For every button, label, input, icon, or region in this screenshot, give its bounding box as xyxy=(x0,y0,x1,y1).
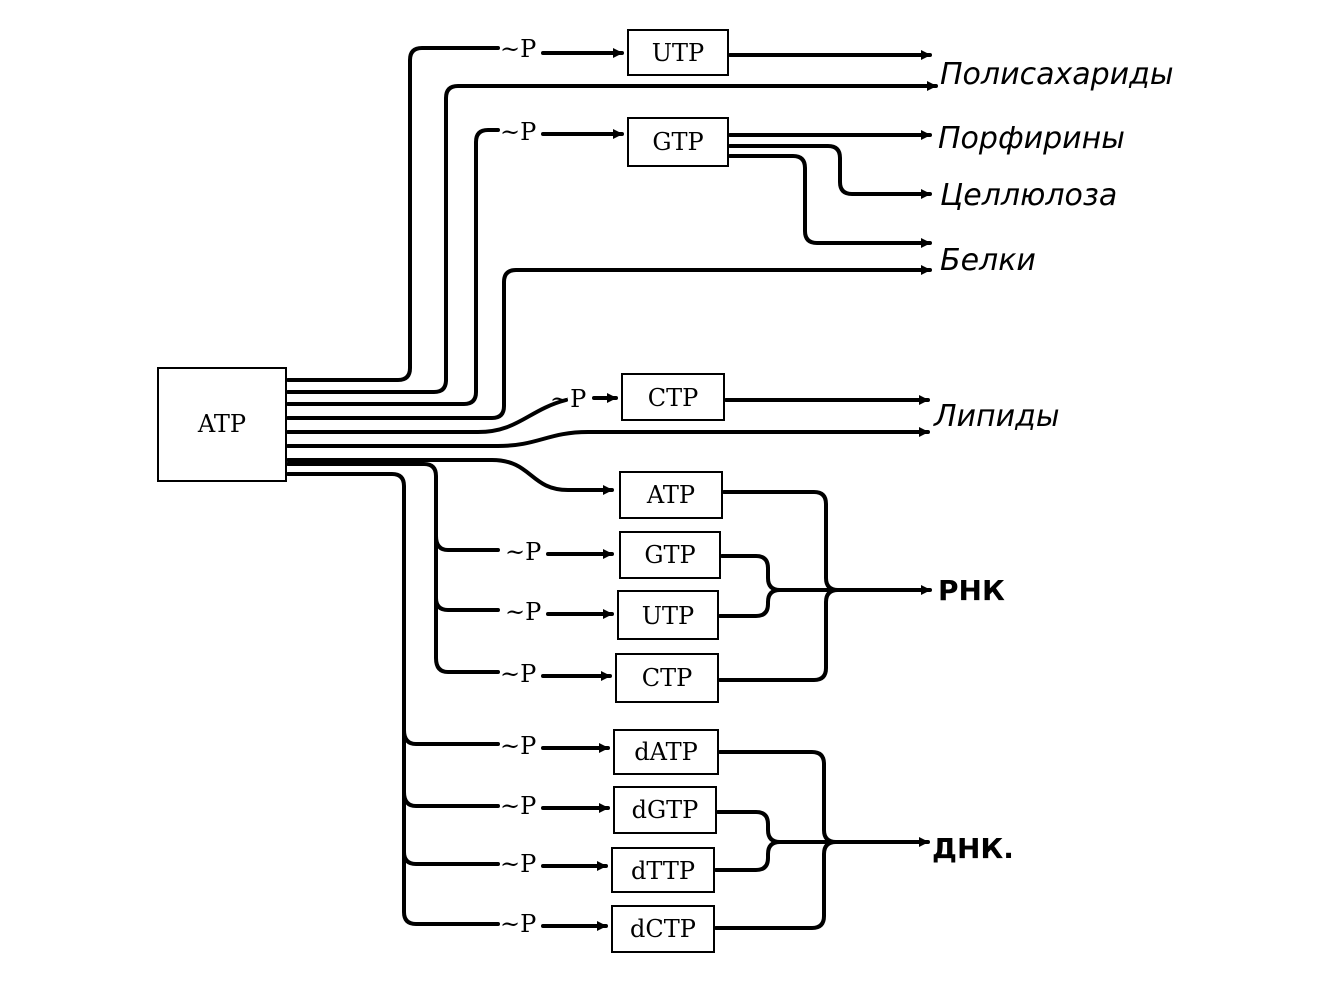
branch-dna-datp xyxy=(402,728,500,746)
utp-top-label: UTP xyxy=(652,39,704,67)
rna-ctp-label: CTP xyxy=(642,664,693,692)
branch-dna-dttp xyxy=(402,850,500,866)
branch-rna-utp xyxy=(434,596,500,612)
rna-atp-label: ATP xyxy=(646,481,695,509)
rna-utp-node: UTP xyxy=(617,590,719,640)
merge-rna-atp xyxy=(722,490,840,592)
output-dna: ДНК. xyxy=(932,832,1014,865)
merge-rna-gtp xyxy=(720,554,782,592)
rna-ctp-node: CTP xyxy=(615,653,719,703)
line-to-utp-top xyxy=(286,46,500,382)
dctp-node: dCTP xyxy=(611,905,715,953)
dttp-node: dTTP xyxy=(611,847,715,893)
line-to-ctp-lipid xyxy=(286,398,568,434)
arrow-gtp-to-proteins xyxy=(728,154,932,248)
merge-rna-utp xyxy=(718,588,782,618)
line-direct-polysaccharides xyxy=(286,81,938,394)
phosphate-label-datp: ~P xyxy=(500,732,536,760)
phosphate-label-dctp: ~P xyxy=(500,910,536,938)
gtp-top-node: GTP xyxy=(627,117,729,167)
merge-datp xyxy=(718,750,838,844)
phosphate-label-gtp-top: ~P xyxy=(500,118,536,146)
datp-label: dATP xyxy=(634,738,698,766)
rna-gtp-label: GTP xyxy=(644,541,695,569)
dgtp-node: dGTP xyxy=(613,786,717,834)
phosphate-label-dttp: ~P xyxy=(500,850,536,878)
gtp-top-label: GTP xyxy=(652,128,703,156)
arrow-gtp-to-cellulose xyxy=(728,144,932,199)
output-proteins: Белки xyxy=(940,243,1036,278)
phosphate-label-dgtp: ~P xyxy=(500,792,536,820)
output-polysaccharides: Полисахариды xyxy=(940,57,1174,92)
phosphate-label-ctp-lipid: ~P xyxy=(550,385,586,413)
line-to-rna-atp xyxy=(286,458,614,495)
rna-utp-label: UTP xyxy=(642,602,694,630)
datp-node: dATP xyxy=(613,729,719,775)
output-porphyrins: Порфирины xyxy=(938,121,1125,156)
dctp-label: dCTP xyxy=(630,915,696,943)
rna-gtp-node: GTP xyxy=(619,531,721,579)
ctp-lipid-label: CTP xyxy=(648,384,699,412)
output-lipids: Липиды xyxy=(933,399,1060,434)
merge-dttp xyxy=(714,840,782,872)
phosphate-label-rna-utp: ~P xyxy=(505,598,541,626)
utp-top-node: UTP xyxy=(627,29,729,76)
output-cellulose: Целлюлоза xyxy=(940,178,1117,213)
dttp-label: dTTP xyxy=(631,857,695,885)
branch-rna-gtp xyxy=(434,534,500,552)
atp-source-node: ATP xyxy=(157,367,287,482)
output-rna: РНК xyxy=(938,574,1005,607)
line-direct-proteins xyxy=(286,265,932,420)
ctp-lipid-node: CTP xyxy=(621,373,725,421)
phosphate-label-utp-top: ~P xyxy=(500,35,536,63)
atp-source-label: ATP xyxy=(197,410,246,438)
phosphate-label-rna-ctp: ~P xyxy=(500,660,536,688)
trunk-dna xyxy=(286,472,500,926)
rna-atp-node: ATP xyxy=(619,471,723,519)
line-to-gtp-top xyxy=(286,128,500,406)
dgtp-label: dGTP xyxy=(632,796,699,824)
merge-dgtp xyxy=(716,810,782,844)
phosphate-label-rna-gtp: ~P xyxy=(505,538,541,566)
merge-rna-ctp xyxy=(718,588,840,682)
branch-dna-dgtp xyxy=(402,790,500,808)
line-direct-lipids xyxy=(286,427,930,448)
trunk-rna xyxy=(286,462,500,674)
merge-dctp xyxy=(714,840,838,930)
